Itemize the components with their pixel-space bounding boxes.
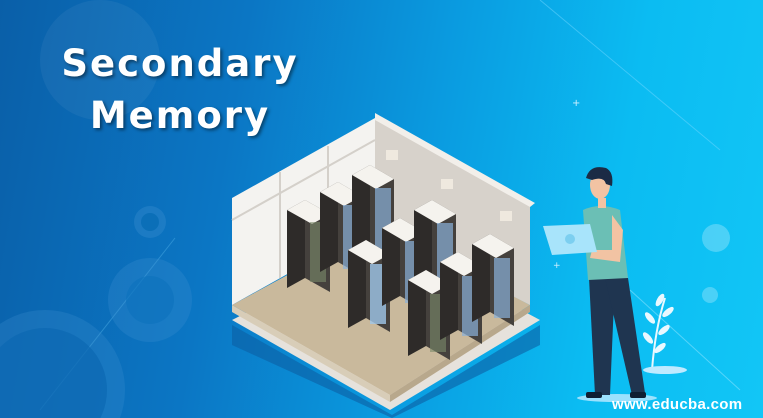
- gear-icon: [0, 310, 125, 418]
- gear-icon: [108, 258, 192, 342]
- bubble: [702, 224, 730, 252]
- page-title-line2: Memory: [89, 94, 271, 137]
- server-room-illustration: [231, 113, 540, 418]
- sparkle-icon: +: [553, 261, 561, 271]
- website-link[interactable]: www.educba.com: [612, 396, 743, 413]
- person-with-laptop-illustration: [543, 167, 657, 402]
- gear-icon: [134, 206, 166, 238]
- sparkle-icon: +: [572, 98, 580, 109]
- plant-icon: [642, 293, 687, 374]
- bubble: [702, 287, 718, 303]
- page-title-line1: Secondary: [61, 42, 299, 85]
